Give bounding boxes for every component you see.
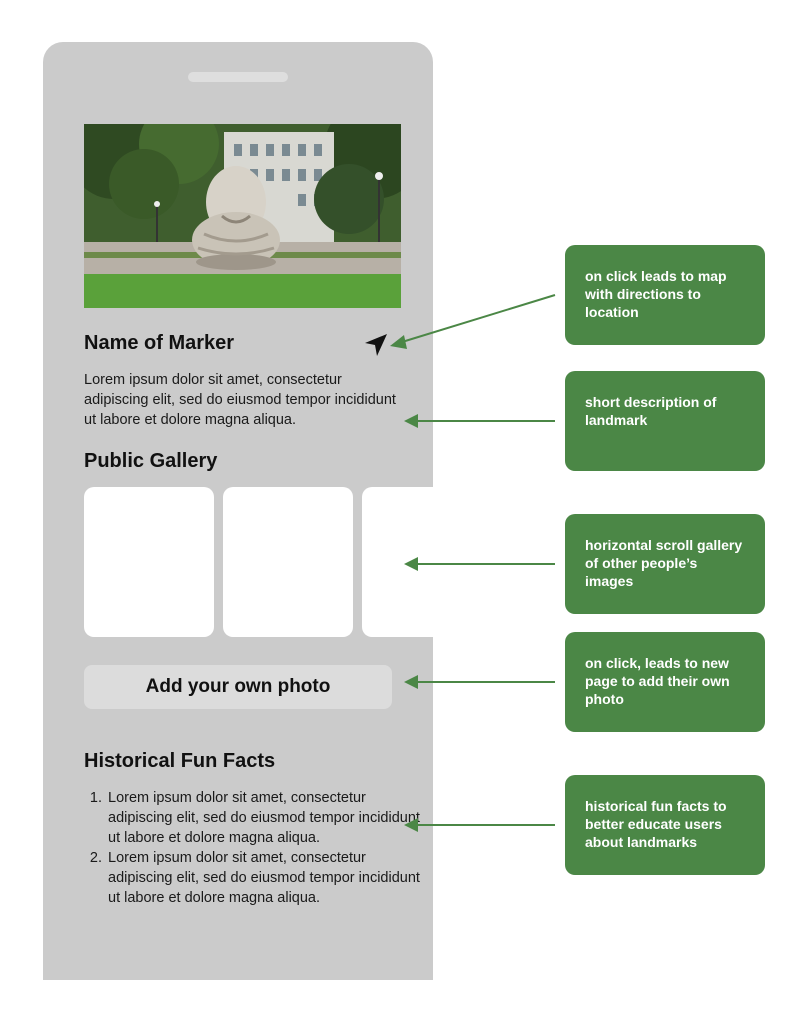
landmark-photo xyxy=(84,124,401,308)
gallery-image-tile[interactable] xyxy=(84,487,214,637)
gallery-title: Public Gallery xyxy=(84,450,218,472)
navigation-arrow-icon[interactable] xyxy=(363,332,389,358)
gallery-image-tile[interactable] xyxy=(223,487,353,637)
facts-title: Historical Fun Facts xyxy=(84,750,276,772)
annotation-map-link: on click leads to map with directions to… xyxy=(565,245,765,345)
marker-description: Lorem ipsum dolor sit amet, consectetur … xyxy=(84,372,396,428)
fact-item: Lorem ipsum dolor sit amet, consectetur … xyxy=(106,788,421,848)
fact-item: Lorem ipsum dolor sit amet, consectetur … xyxy=(106,848,421,908)
phone-screen: Name of Marker Lorem ipsum dolor sit ame… xyxy=(43,42,433,980)
annotation-gallery: horizontal scroll gallery of other peopl… xyxy=(565,514,765,614)
gallery-image-tile[interactable] xyxy=(362,487,433,637)
annotation-description: short description of landmark xyxy=(565,371,765,471)
facts-list: Lorem ipsum dolor sit amet, consectetur … xyxy=(84,788,421,908)
add-photo-button[interactable]: Add your own photo xyxy=(84,665,392,709)
drag-handle[interactable] xyxy=(188,72,288,82)
annotation-fun-facts: historical fun facts to better educate u… xyxy=(565,775,765,875)
marker-title: Name of Marker xyxy=(84,332,235,354)
public-gallery-scroller[interactable] xyxy=(84,487,433,637)
annotation-add-photo: on click, leads to new page to add their… xyxy=(565,632,765,732)
